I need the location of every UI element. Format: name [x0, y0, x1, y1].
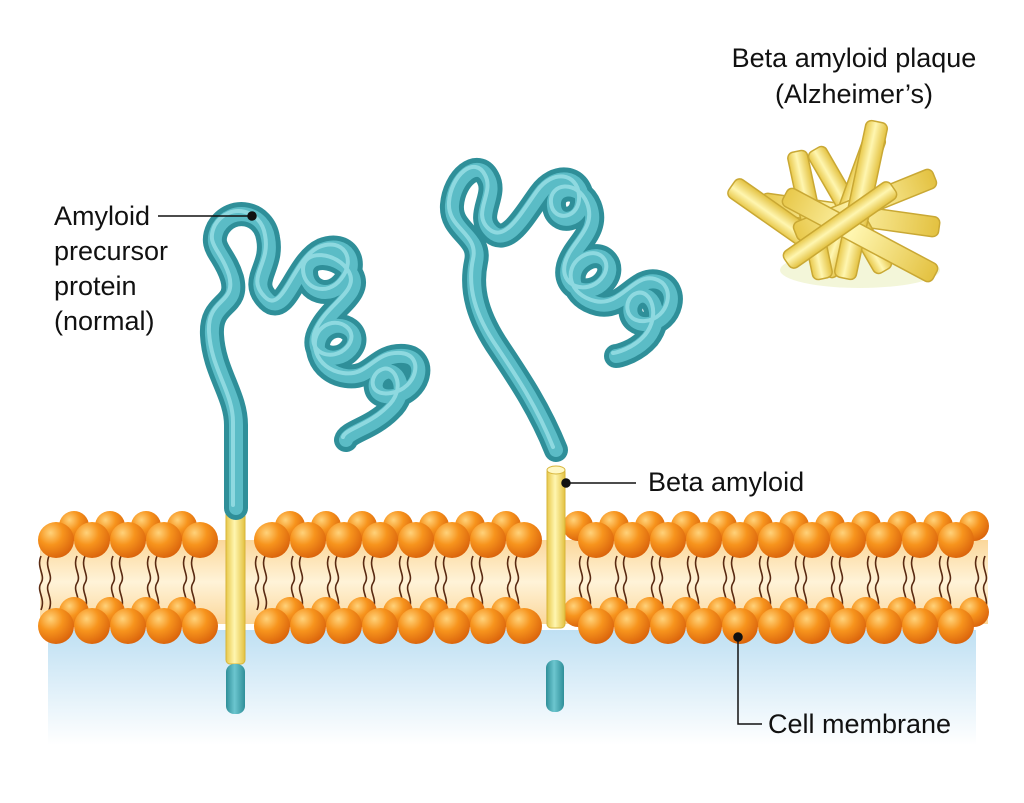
lipid-tail — [622, 555, 628, 611]
lipid-head — [38, 522, 74, 558]
lipid-tail — [478, 555, 484, 611]
lipid-head — [38, 608, 74, 644]
lipid-head — [794, 608, 830, 644]
lipid-head — [470, 522, 506, 558]
lipid-tail — [514, 555, 520, 611]
beta-amyloid-plaque — [727, 119, 941, 288]
lipid-tail — [370, 555, 376, 611]
lipid-tail — [730, 555, 736, 611]
lipid-head — [938, 522, 974, 558]
lipid-head — [578, 608, 614, 644]
lipid-head — [182, 522, 218, 558]
lipid-tail — [334, 555, 340, 611]
lipid-head — [434, 522, 470, 558]
lipid-tail — [982, 555, 988, 611]
lipid-tail — [406, 555, 412, 611]
lipid-head — [614, 608, 650, 644]
app-label-line4: (normal) — [54, 306, 155, 336]
lipid-tail — [298, 555, 304, 611]
lipid-tail — [190, 555, 196, 611]
lipid-tail — [586, 555, 592, 611]
app-label-line3: protein — [54, 271, 137, 301]
beta-amyloid-segment — [546, 465, 566, 629]
plaque-label-line2: (Alzheimer’s) — [774, 79, 934, 109]
lipid-head — [434, 608, 470, 644]
lipid-tail — [118, 555, 124, 611]
lipid-tail — [658, 555, 664, 611]
lipid-head — [290, 522, 326, 558]
lipid-head — [146, 522, 182, 558]
lipid-head — [470, 608, 506, 644]
lipid-head — [830, 608, 866, 644]
app-transmembrane-segment — [225, 507, 246, 665]
lipid-tail — [802, 555, 808, 611]
lipid-head — [758, 522, 794, 558]
lipid-tail — [442, 555, 448, 611]
lipid-tail — [38, 555, 44, 611]
lipid-head — [578, 522, 614, 558]
cell-membrane-label: Cell membrane — [768, 709, 952, 739]
lipid-tail — [262, 555, 268, 611]
beta-amyloid-label: Beta amyloid — [648, 467, 805, 497]
lipid-head — [362, 608, 398, 644]
lipid-head — [686, 522, 722, 558]
app-label-line1: Amyloid — [54, 201, 151, 231]
lipid-head — [614, 522, 650, 558]
leader-lines — [158, 211, 762, 725]
lipid-tail — [766, 555, 772, 611]
lipid-head — [182, 608, 218, 644]
lipid-tail — [694, 555, 700, 611]
plaque-label-line1: Beta amyloid plaque — [731, 43, 977, 73]
lipid-head — [758, 608, 794, 644]
lipid-head — [902, 608, 938, 644]
lipid-tail — [946, 555, 952, 611]
lipid-tail — [910, 555, 916, 611]
lipid-tail — [838, 555, 844, 611]
lipid-head — [110, 522, 146, 558]
lipid-tail — [874, 555, 880, 611]
lipid-head — [506, 522, 542, 558]
lipid-head — [866, 522, 902, 558]
lipid-tail — [254, 555, 260, 611]
app-intracellular-stub — [226, 664, 245, 714]
lipid-head — [794, 522, 830, 558]
lipid-head — [74, 522, 110, 558]
lipid-head — [830, 522, 866, 558]
lipid-head — [722, 522, 758, 558]
cytoplasm-region — [48, 630, 976, 745]
lipid-head — [398, 608, 434, 644]
lipid-head — [398, 522, 434, 558]
lipid-head — [650, 522, 686, 558]
lipid-head — [110, 608, 146, 644]
app-label-line2: precursor — [54, 236, 169, 266]
cleaved-protein-fragment — [440, 158, 683, 462]
lipid-head — [146, 608, 182, 644]
lipid-head — [938, 608, 974, 644]
lipid-tail — [82, 555, 88, 611]
lipid-head — [902, 522, 938, 558]
lipid-head — [254, 608, 290, 644]
lipid-head — [722, 608, 758, 644]
lipid-head — [506, 608, 542, 644]
lipid-head — [650, 608, 686, 644]
lipid-heads-front — [38, 522, 974, 644]
lipid-head — [326, 522, 362, 558]
lipid-head — [254, 522, 290, 558]
lipid-head — [866, 608, 902, 644]
lipid-head — [686, 608, 722, 644]
lipid-tail — [154, 555, 160, 611]
amyloid-precursor-protein — [200, 202, 431, 520]
lipid-head — [326, 608, 362, 644]
lipid-tail — [46, 555, 52, 611]
lipid-head — [74, 608, 110, 644]
lipid-head — [362, 522, 398, 558]
cleaved-intracellular-stub — [546, 660, 564, 712]
lipid-head — [290, 608, 326, 644]
